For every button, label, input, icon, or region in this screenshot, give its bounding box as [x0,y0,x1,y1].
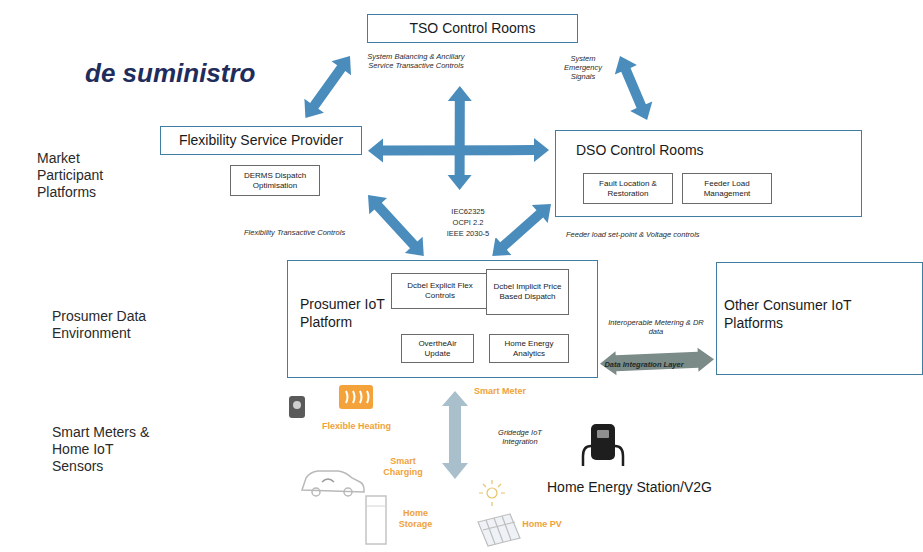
platform-box: Other Consumer IoT Platforms [716,262,923,375]
device-label: Smart Charging [378,456,428,478]
home-storage-icon [366,496,386,544]
protocol-label: IEC62325 [438,207,498,216]
flow-arrow [615,56,653,120]
layer-label: Market Participant Platforms [37,150,127,200]
flow-label: Interoperable Metering & DR data [606,318,706,336]
node-text: DSO Control Rooms [576,142,776,160]
layer-label: Smart Meters & Home IoT Sensors [52,424,162,474]
platform-box: Prosumer IoT PlatformDcbel Explicit Flex… [287,260,598,378]
node-text: Other Consumer IoT Platforms [724,297,854,332]
flow-arrow [492,204,551,256]
edge-label: Data Integration Layer [598,360,690,369]
slide-heading: de suministro [85,58,285,89]
flow-arrow [448,86,472,190]
node-text: Prosumer IoT Platform [300,296,390,331]
flow-arrow [304,56,351,118]
edge-label: System Emergency Signals [552,54,614,81]
function-box: DERMS Dispatch Optimisation [230,165,320,196]
device-label: Home PV [522,519,562,530]
protocol-label: OCPI 2.2 [438,218,498,227]
meter-link-arrow [442,391,468,479]
function-box: Dcbel Implicit Price Based Dispatch [486,269,569,315]
flow-label: Gridedge IoT Integration [490,428,550,446]
dso-box: DSO Control RoomsFault Location & Restor… [555,130,862,217]
node-text: Feeder Load Management [683,179,771,198]
protocol-label: IEEE 2030-5 [438,229,498,238]
device-label: Flexible Heating [322,421,412,432]
smart-meter-icon [289,396,305,418]
function-box: Home Energy Analytics [489,334,569,363]
edge-label: Flexibility Transactive Controls [244,228,370,237]
node-text: Flexibility Service Provider [176,132,346,149]
provider-box: Flexibility Service Provider [160,126,362,155]
function-box: Fault Location & Restoration [583,173,673,204]
edge-label: Feeder load set-point & Voltage controls [566,230,741,239]
node-text: DERMS Dispatch Optimisation [231,171,319,190]
device-label: Home Storage [393,508,438,530]
node-text: OvertheAir Update [402,339,473,358]
node-text: Home Energy Analytics [490,339,568,358]
function-box: Feeder Load Management [682,173,772,204]
flow-arrow [368,138,549,163]
edge-label: System Balancing & Ancillary Service Tra… [362,52,470,70]
layer-label: Prosumer Data Environment [52,308,172,342]
node-text: Fault Location & Restoration [584,179,672,198]
flow-arrow [368,195,424,256]
device-label: Home Energy Station/V2G [547,479,727,496]
function-box: OvertheAir Update [401,334,474,363]
heating-icon [339,385,373,409]
node-text: Dcbel Implicit Price Based Dispatch [487,282,568,301]
device-label: Smart Meter [474,386,554,397]
node-text: TSO Control Rooms [406,20,538,37]
pv-panel-icon [478,480,520,546]
car-icon [302,471,364,496]
ev-charger-icon [583,424,623,466]
function-box: Dcbel Explicit Flex Controls [391,273,489,309]
node-text: Dcbel Explicit Flex Controls [392,281,488,300]
tso-box: TSO Control Rooms [367,14,578,43]
